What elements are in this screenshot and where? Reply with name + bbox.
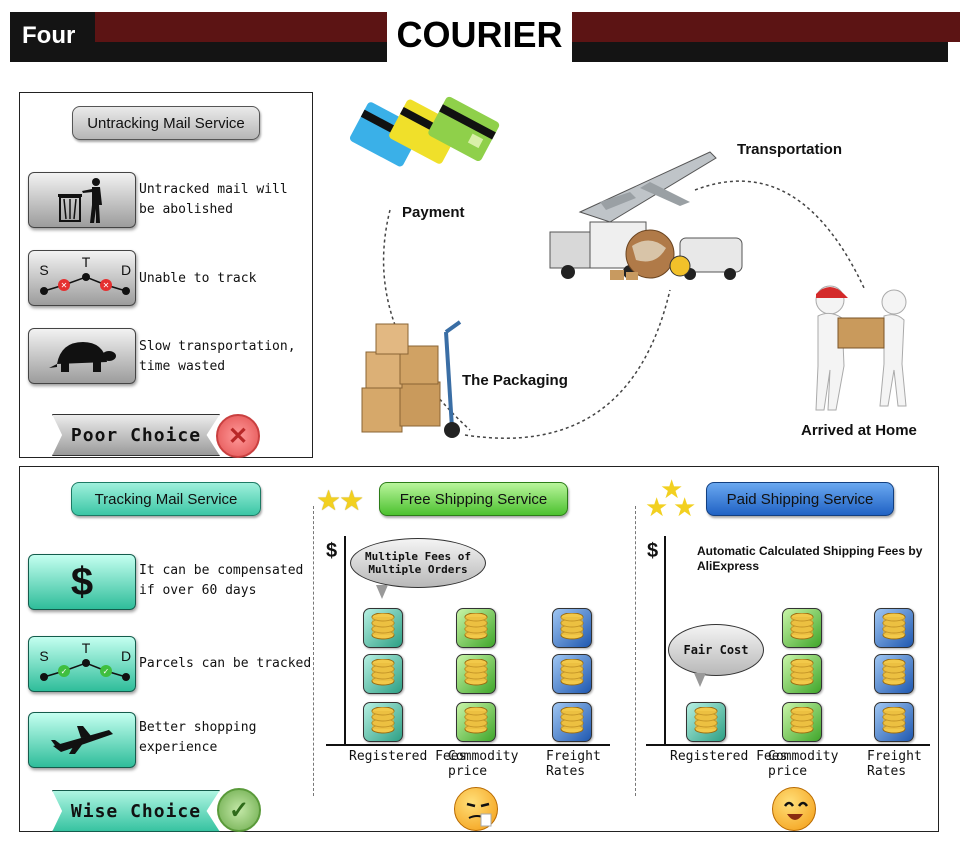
two-stars-icon: ★★ xyxy=(316,485,364,516)
route-destination-label-2: D xyxy=(121,648,131,664)
coin-stack-icon xyxy=(363,608,403,648)
dollar-icon: $ xyxy=(70,559,94,604)
coin-stack-icon xyxy=(782,702,822,742)
free-shipping-title-pill: Free Shipping Service xyxy=(379,482,568,516)
untracking-feature-1: Untracked mail will be abolished xyxy=(139,182,288,217)
arrived-home-image xyxy=(815,285,907,411)
bubble-tail xyxy=(376,585,388,599)
coin-stack-icon xyxy=(686,702,726,742)
fair-cost-bubble: Fair Cost xyxy=(668,624,764,676)
title-box xyxy=(387,8,572,64)
coin-stack-icon xyxy=(456,654,496,694)
tracked-route-button: ✓ ✓ S T D xyxy=(28,636,136,692)
payment-cards-image xyxy=(350,96,500,167)
free-xlabel-1: Registered Fees xyxy=(349,749,467,764)
svg-text:✓: ✓ xyxy=(103,667,110,676)
coin-stack-icon xyxy=(363,702,403,742)
check-icon: ✓ xyxy=(217,788,261,832)
dollar-axis-label: $ xyxy=(326,540,338,562)
coin-stack-icon xyxy=(552,702,592,742)
packaging-label: The Packaging xyxy=(462,372,568,389)
airplane-icon xyxy=(51,726,113,754)
divider-left xyxy=(313,506,314,796)
transportation-label: Transportation xyxy=(737,141,843,158)
route-destination-label: D xyxy=(121,262,131,278)
tracked-route-icon: ✓ ✓ S T D xyxy=(39,640,131,681)
svg-text:✓: ✓ xyxy=(61,667,68,676)
tracking-feature-1: It can be compensated if over 60 days xyxy=(139,563,304,598)
svg-text:✕: ✕ xyxy=(61,281,68,290)
free-x-axis xyxy=(326,744,610,746)
tracking-feature-3: Better shopping experience xyxy=(139,720,257,755)
dollar-button: $ xyxy=(28,554,136,610)
untracking-feature-2: Unable to track xyxy=(139,271,257,286)
coin-stack-icon xyxy=(552,654,592,694)
paid-xlabel-3: Freight Rates xyxy=(867,749,922,779)
free-xlabel-2: Commodity price xyxy=(448,749,519,779)
free-xlabel-3: Freight Rates xyxy=(546,749,601,779)
route-start-label-2: S xyxy=(39,648,48,664)
fair-cost-bubble-tail xyxy=(694,673,706,687)
coin-stack-icon xyxy=(782,608,822,648)
header-accent-left xyxy=(95,12,387,42)
coin-stack-icon xyxy=(874,654,914,694)
route-start-label: S xyxy=(39,262,48,278)
trash-button xyxy=(28,172,136,228)
paid-y-axis xyxy=(664,536,666,746)
coin-stack-icon xyxy=(552,608,592,648)
untracked-route-button: ✕ ✕ S T D xyxy=(28,250,136,306)
tracking-feature-2: Parcels can be tracked xyxy=(139,656,312,671)
aliexpress-note: Automatic Calculated Shipping Fees by Al… xyxy=(697,544,923,573)
page-title: COURIER xyxy=(396,14,563,55)
route-transit-label: T xyxy=(82,254,91,270)
three-stars-icon: ★ ★ ★ xyxy=(645,474,697,522)
section-number: Four xyxy=(22,22,76,49)
untracking-title-pill: Untracking Mail Service xyxy=(72,106,260,140)
header-accent-right xyxy=(572,12,960,42)
cross-icon: ✕ xyxy=(216,414,260,458)
payment-label: Payment xyxy=(402,204,465,221)
airplane-button xyxy=(28,712,136,768)
comparison-panel xyxy=(19,466,939,832)
paid-shipping-title-pill: Paid Shipping Service xyxy=(706,482,894,516)
packaging-image xyxy=(361,320,462,438)
untracked-route-icon: ✕ ✕ S T D xyxy=(39,254,131,295)
tracking-title-pill: Tracking Mail Service xyxy=(71,482,261,516)
multiple-fees-bubble: Multiple Fees of Multiple Orders xyxy=(350,538,486,588)
coin-stack-icon xyxy=(456,608,496,648)
sad-emoji-icon xyxy=(454,787,498,831)
divider-right xyxy=(635,506,636,796)
happy-emoji-icon xyxy=(772,787,816,831)
paid-x-axis xyxy=(646,744,930,746)
wise-choice-banner: Wise Choice xyxy=(52,790,220,832)
paid-xlabel-2: Commodity price xyxy=(768,749,839,779)
coin-stack-icon xyxy=(456,702,496,742)
coin-stack-icon xyxy=(874,702,914,742)
untracking-feature-3: Slow transportation, time wasted xyxy=(139,339,296,374)
coin-stack-icon xyxy=(363,654,403,694)
trash-can-icon xyxy=(58,178,102,223)
poor-choice-banner: Poor Choice xyxy=(52,414,220,456)
free-y-axis xyxy=(344,536,346,746)
coin-stack-icon xyxy=(874,608,914,648)
arrived-label: Arrived at Home xyxy=(801,422,917,439)
coin-stack-icon xyxy=(782,654,822,694)
transportation-image xyxy=(549,151,743,280)
dollar-axis-label-paid: $ xyxy=(647,540,659,562)
route-transit-label-2: T xyxy=(82,640,91,656)
turtle-button xyxy=(28,328,136,384)
turtle-icon xyxy=(49,342,116,372)
svg-text:✕: ✕ xyxy=(103,281,110,290)
paid-xlabel-1: Registered Fees xyxy=(670,749,788,764)
